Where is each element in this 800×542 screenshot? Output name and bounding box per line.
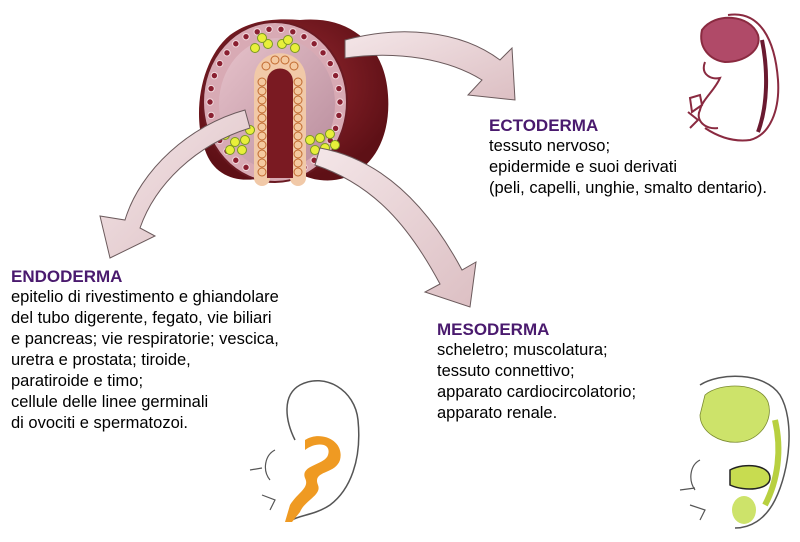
mesoderm-cell (225, 145, 235, 155)
mesoderm-line: scheletro; muscolatura; (437, 341, 608, 359)
ectoderm-cell (331, 124, 340, 133)
ectoderm-line: tessuto nervoso; (489, 137, 611, 155)
mesoderm-line: apparato renale. (437, 404, 558, 422)
endoderm-cell (293, 113, 303, 123)
endoderm-cell (293, 140, 303, 150)
ectoderm-cell (232, 156, 240, 164)
endoderm-cell (280, 55, 290, 65)
endoderm-line: epitelio di rivestimento e ghiandolare (11, 288, 279, 306)
endoderm-cell (257, 104, 267, 114)
mesoderm-block: MESODERMA scheletro; muscolatura; tessut… (437, 319, 636, 424)
endoderm-title: ENDODERMA (11, 267, 123, 286)
endoderm-cell (293, 158, 303, 168)
endoderm-cell (293, 131, 303, 141)
mesoderm-line: apparato cardiocircolatorio; (437, 383, 637, 401)
mesoderm-cell (305, 135, 315, 145)
ectoderm-cell (242, 163, 250, 172)
ectoderm-cell (223, 49, 231, 57)
endoderm-cell (257, 149, 267, 159)
mesoderm-cell (240, 135, 250, 145)
ectoderm-cell (216, 59, 224, 68)
fetus-ectoderm-illustration (687, 13, 780, 142)
fetus-endoderm-illustration (249, 380, 360, 522)
ectoderm-cell (326, 59, 334, 68)
fetus-mesoderm-illustration (679, 375, 790, 529)
ectoderm-cell (277, 25, 285, 34)
ectoderm-cell (331, 71, 340, 80)
endoderm-line: uretra e prostata; tiroide, (11, 351, 191, 369)
mesoderm-cell (237, 145, 247, 155)
mesoderm-cell (325, 129, 335, 139)
endoderm-cell (293, 77, 303, 87)
mesoderm-cell (257, 33, 267, 43)
ectoderm-line: (peli, capelli, unghie, smalto dentario)… (489, 179, 767, 197)
ectoderm-cell (335, 84, 343, 93)
endoderm-cell (257, 77, 267, 87)
limb-bud (732, 496, 756, 524)
arrow-to-ectoderm (344, 31, 516, 101)
mesoderm-cell (290, 43, 300, 53)
heart-region (729, 464, 771, 490)
mesoderm-line: tessuto connettivo; (437, 362, 575, 380)
mesoderm-cell (330, 140, 340, 150)
mesoderm-trunk (762, 419, 782, 507)
ectoderm-cell (300, 32, 308, 41)
ectoderm-cell (207, 111, 215, 120)
ectoderm-cell (335, 111, 343, 120)
endoderm-line: e pancreas; vie respiratorie; vescica, (11, 330, 279, 348)
ectoderm-cell (242, 32, 250, 41)
gut-tube (285, 436, 341, 522)
mesoderm-cell (250, 43, 260, 53)
endoderm-cell (293, 86, 303, 96)
endoderm-cell (293, 149, 303, 159)
endoderm-cell (257, 158, 267, 168)
arrow-to-endoderm (99, 109, 251, 259)
gastrula-illustration (198, 19, 389, 186)
endoderm-cell (257, 95, 267, 105)
endoderm-cell (293, 167, 303, 177)
endoderm-cell (257, 86, 267, 96)
mesoderm-head-region (699, 385, 770, 443)
ectoderm-cell (253, 28, 261, 36)
ectoderm-cell (232, 40, 240, 48)
endoderm-line: di ovociti e spermatozoi. (11, 414, 188, 432)
endoderm-line: cellule delle linee germinali (11, 393, 209, 411)
endoderm-cell (289, 61, 299, 71)
ectoderm-cell (265, 25, 273, 34)
endoderm-line: paratiroide e timo; (11, 372, 144, 390)
mesoderm-cell (230, 137, 240, 147)
ectoderm-cell (319, 49, 327, 57)
ectoderm-cell (206, 98, 214, 106)
endoderm-cell (270, 55, 280, 65)
mesoderm-cell (315, 133, 325, 143)
ectoderm-cell (310, 40, 318, 48)
endoderm-cell (257, 167, 267, 177)
endoderm-cell (257, 131, 267, 141)
endoderm-cell (261, 61, 271, 71)
endoderm-block: ENDODERMA epitelio di rivestimento e ghi… (11, 266, 279, 434)
endoderm-cell (293, 122, 303, 132)
endoderm-cell (293, 95, 303, 105)
archenteron-cavity (267, 68, 293, 178)
ectoderm-cell (289, 28, 297, 36)
brain-neural-tube (700, 16, 760, 64)
arrow-to-mesoderm (314, 147, 477, 308)
endoderm-cell (257, 113, 267, 123)
ectoderm-cell (207, 84, 215, 93)
ectoderm-block: ECTODERMA tessuto nervoso; epidermide e … (489, 115, 767, 199)
ectoderm-title: ECTODERMA (489, 116, 599, 135)
mesoderm-cell (283, 35, 293, 45)
ectoderm-cell (336, 98, 344, 106)
mesoderm-title: MESODERMA (437, 320, 550, 339)
endoderm-line: del tubo digerente, fegato, vie biliari (11, 309, 272, 327)
endoderm-cell (257, 122, 267, 132)
endoderm-cell (257, 140, 267, 150)
ectoderm-cell (210, 71, 219, 80)
mesoderm-cell (263, 39, 273, 49)
endoderm-cell (293, 104, 303, 114)
ectoderm-line: epidermide e suoi derivati (489, 158, 678, 176)
mesoderm-cells (220, 33, 340, 155)
endoderm-cells (257, 55, 303, 177)
